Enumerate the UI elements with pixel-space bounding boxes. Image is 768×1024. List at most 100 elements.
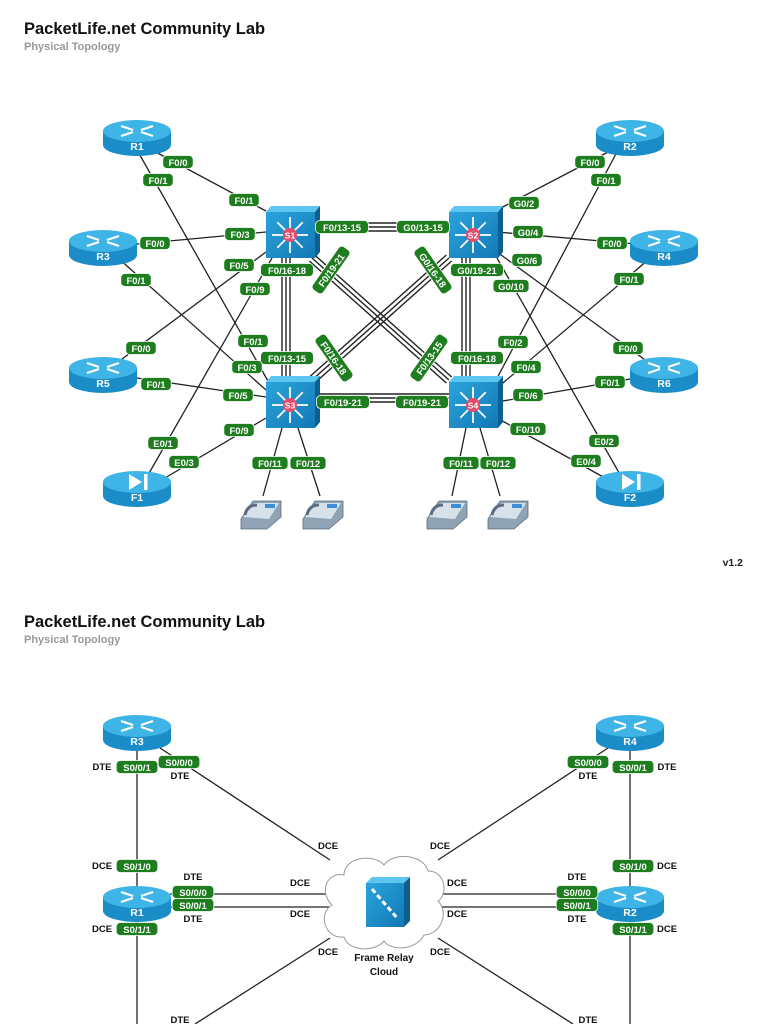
svg-text:F0/5: F0/5 xyxy=(228,391,248,402)
port-r4-f0-0: F0/0 xyxy=(596,236,628,250)
port-s3-f0-1: F0/1 xyxy=(237,334,269,348)
svg-text:F0/13-15: F0/13-15 xyxy=(323,223,362,234)
port-s3-f0-5: F0/5 xyxy=(222,388,254,402)
port-r5-f0-1: F0/1 xyxy=(140,377,172,391)
frame-relay-icon xyxy=(370,888,400,920)
port-r2-s0-1-1: S0/1/1 xyxy=(611,922,655,936)
svg-text:F0/1: F0/1 xyxy=(148,176,168,187)
port-s4-f0-19-21: F0/19-21 xyxy=(395,395,449,409)
d2-device-r1[interactable]: R1 xyxy=(103,886,171,922)
svg-text:S0/1/1: S0/1/1 xyxy=(619,925,647,936)
role-fr-bl: DCE xyxy=(318,947,338,958)
d1-device-s4[interactable]: S4 xyxy=(449,376,503,428)
device-label: R1 xyxy=(130,907,144,919)
svg-text:E0/1: E0/1 xyxy=(153,439,173,450)
port-s2-g0-4: G0/4 xyxy=(512,225,544,239)
firewall-icon xyxy=(622,474,635,490)
cloud-label: Frame Relay xyxy=(354,953,414,964)
svg-text:G0/19-21: G0/19-21 xyxy=(457,266,497,277)
port-r1-s0-1-1: S0/1/1 xyxy=(115,922,159,936)
d1-device-f1[interactable]: F1 xyxy=(103,471,171,507)
svg-text:S0/1/0: S0/1/0 xyxy=(619,862,646,873)
role-r2-s010: DCE xyxy=(657,861,677,872)
port-r2-f0-1: F0/1 xyxy=(590,173,622,187)
page-subtitle: Physical Topology xyxy=(24,41,121,53)
role-r1-s001: DTE xyxy=(184,914,203,925)
port-r3-s0-0-1: S0/0/1 xyxy=(115,760,159,774)
handset-icon xyxy=(490,503,505,516)
port-s2-g0-6: G0/6 xyxy=(511,253,543,267)
role-fr-r4: DCE xyxy=(430,841,450,852)
svg-text:F0/5: F0/5 xyxy=(229,261,249,272)
device-label: R4 xyxy=(657,251,671,263)
d1-device-p2[interactable] xyxy=(302,500,344,530)
svg-text:F0/9: F0/9 xyxy=(245,285,264,296)
router-arrows-icon xyxy=(120,124,154,138)
router-arrows-icon xyxy=(86,361,120,375)
port-s3-f0-19-21: F0/19-21 xyxy=(316,395,370,409)
svg-text:F0/13-15: F0/13-15 xyxy=(268,354,307,365)
d1-device-f2[interactable]: F2 xyxy=(596,471,664,507)
port-r1-s0-1-0: S0/1/0 xyxy=(115,859,159,873)
d1-device-p1[interactable] xyxy=(240,500,282,530)
svg-text:G0/2: G0/2 xyxy=(514,199,535,210)
svg-text:F0/0: F0/0 xyxy=(602,239,621,250)
role-br-dte: DTE xyxy=(579,1015,598,1024)
svg-text:S0/0/0: S0/0/0 xyxy=(165,758,192,769)
svg-text:F0/19-21: F0/19-21 xyxy=(324,398,363,409)
svg-text:F0/3: F0/3 xyxy=(230,230,249,241)
port-s3-f0-3: F0/3 xyxy=(231,360,263,374)
page-title: PacketLife.net Community Lab xyxy=(24,20,266,38)
page2-subtitle: Physical Topology xyxy=(24,634,121,646)
port-r4-s0-0-1: S0/0/1 xyxy=(611,760,655,774)
d2-device-r2[interactable]: R2 xyxy=(596,886,664,922)
role-r4-s001: DTE xyxy=(658,762,677,773)
port-r1-f0-0: F0/0 xyxy=(162,155,194,169)
port-r2-s0-0-1: S0/0/1 xyxy=(555,898,599,912)
device-label: S1 xyxy=(285,231,296,241)
port-s3-f0-13-15: F0/13-15 xyxy=(260,351,314,365)
device-label: R2 xyxy=(623,907,637,919)
device-label: R4 xyxy=(623,736,637,748)
role-fr-r2a: DCE xyxy=(447,878,467,889)
router-arrows-icon xyxy=(120,890,154,904)
d1-device-s1[interactable]: S1 xyxy=(266,206,320,258)
svg-text:S0/0/0: S0/0/0 xyxy=(574,758,601,769)
svg-text:S0/0/0: S0/0/0 xyxy=(563,888,590,899)
svg-text:F0/1: F0/1 xyxy=(146,380,166,391)
diagram1-links xyxy=(117,149,649,497)
port-r3-f0-0: F0/0 xyxy=(139,236,171,250)
d1-device-r4[interactable]: R4 xyxy=(630,230,698,266)
d1-device-s3[interactable]: S3 xyxy=(266,376,320,428)
port-r2-s0-0-0: S0/0/0 xyxy=(555,885,599,899)
version-label: v1.2 xyxy=(722,557,743,569)
port-s1-f0-5: F0/5 xyxy=(223,258,255,272)
port-r4-s0-0-0: S0/0/0 xyxy=(566,755,610,769)
d1-device-r6[interactable]: R6 xyxy=(630,357,698,393)
device-label: S3 xyxy=(285,401,296,411)
d2-device-r3[interactable]: R3 xyxy=(103,715,171,751)
d1-device-p3[interactable] xyxy=(426,500,468,530)
role-fr-r1b: DCE xyxy=(290,909,310,920)
svg-text:F0/1: F0/1 xyxy=(596,176,616,187)
d1-device-r2[interactable]: R2 xyxy=(596,120,664,156)
svg-text:F0/1: F0/1 xyxy=(600,378,620,389)
role-bl-dte: DTE xyxy=(171,1015,190,1024)
svg-text:S0/0/1: S0/0/1 xyxy=(123,763,151,774)
frame-relay-cloud[interactable] xyxy=(323,856,445,950)
svg-text:F0/16-18: F0/16-18 xyxy=(458,354,496,365)
svg-text:E0/3: E0/3 xyxy=(174,458,194,469)
d1-device-r3[interactable]: R3 xyxy=(69,230,137,266)
d2-device-r4[interactable]: R4 xyxy=(596,715,664,751)
handset-icon xyxy=(305,503,320,516)
d1-device-s2[interactable]: S2 xyxy=(449,206,503,258)
d1-device-p4[interactable] xyxy=(487,500,529,530)
port-s2-g0-10: G0/10 xyxy=(492,279,530,293)
port-f1-e0-1: E0/1 xyxy=(147,436,179,450)
d1-device-r1[interactable]: R1 xyxy=(103,120,171,156)
d1-device-r5[interactable]: R5 xyxy=(69,357,137,393)
port-r1-s0-0-1: S0/0/1 xyxy=(171,898,215,912)
port-s2-g0-13-15: G0/13-15 xyxy=(396,220,450,234)
port-r3-s0-0-0: S0/0/0 xyxy=(157,755,201,769)
